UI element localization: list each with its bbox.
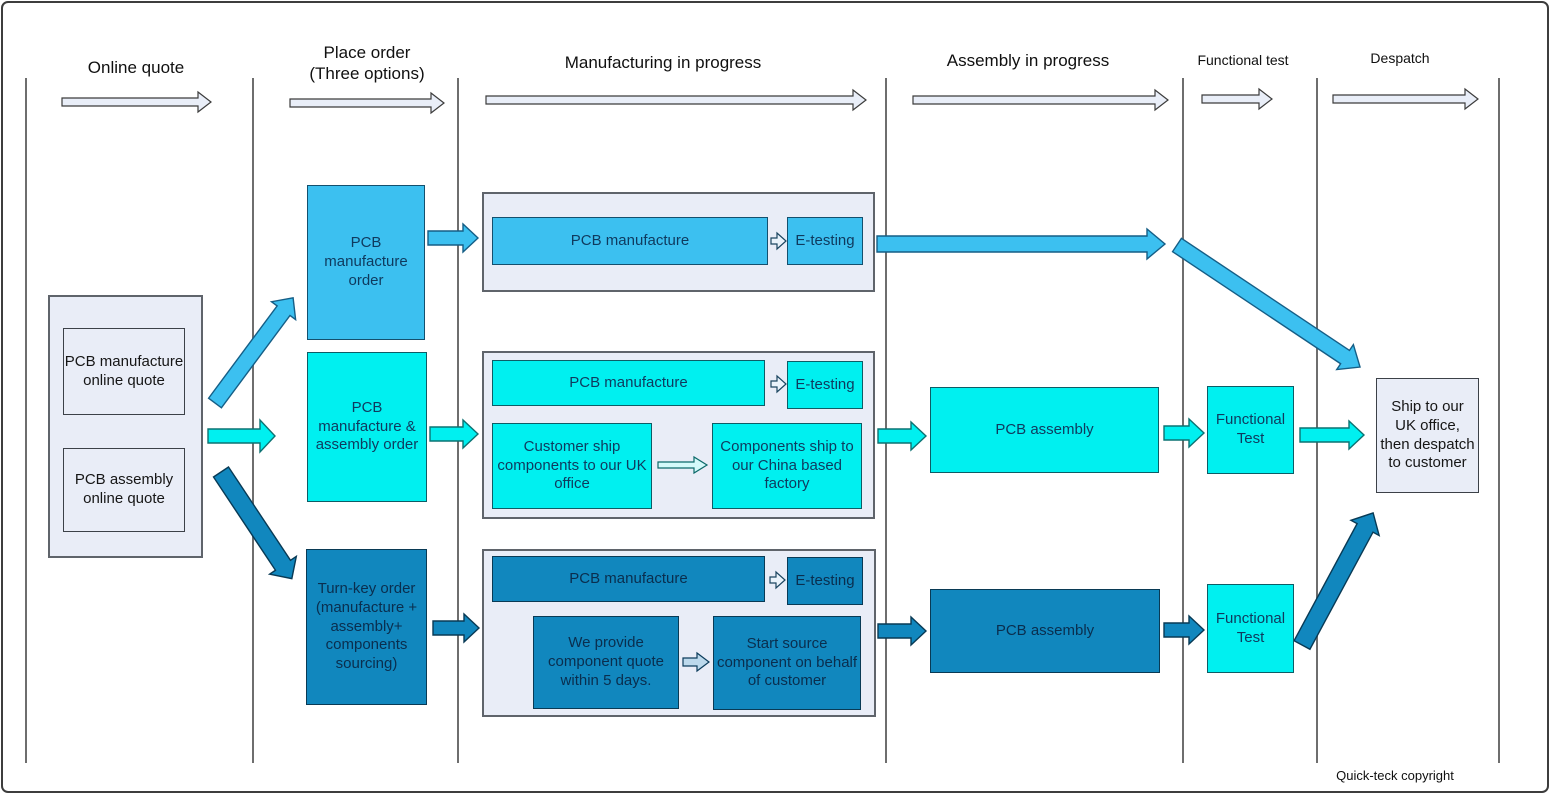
pcb-manufacture-online-quote-box: PCB manufacture online quote: [63, 328, 185, 415]
row3-pcb-manufacture-box: PCB manufacture: [492, 556, 765, 602]
column-divider: [885, 78, 887, 763]
column-divider: [1182, 78, 1184, 763]
arrow-order3-to-manufacturing-icon: [432, 612, 481, 644]
header-arrow-icon: [485, 88, 867, 112]
column-header-manufacturing: Manufacturing in progress: [564, 53, 762, 72]
arrow-row1-long-icon: [876, 227, 1167, 261]
column-header-place-order: Place order (Three options): [272, 42, 462, 85]
row3-pcb-assembly-box: PCB assembly: [930, 589, 1160, 673]
row2-pcb-manufacture-box: PCB manufacture: [492, 360, 765, 406]
row1-etesting-box: E-testing: [787, 217, 863, 265]
row1-pcb-manufacture-box: PCB manufacture: [492, 217, 768, 265]
row2-pcb-manufacture-label: PCB manufacture: [569, 373, 688, 391]
pcb-assembly-online-quote-label: PCB assembly online quote: [74, 471, 174, 507]
pcb-manufacture-assembly-order-label: PCB manufacture & assembly order: [315, 398, 419, 454]
header-arrow-icon: [1201, 87, 1273, 111]
customer-ship-label: Customer ship components to our UK offic…: [497, 437, 647, 493]
pcb-manufacture-online-quote-label: PCB manufacture online quote: [64, 352, 184, 389]
despatch-ship-box: Ship to our UK office, then despatch to …: [1376, 378, 1479, 493]
column-divider: [1498, 78, 1500, 763]
arrow-order1-to-manufacturing-icon: [427, 222, 480, 254]
header-arrow-icon: [61, 90, 212, 114]
column-header-despatch: Despatch: [1370, 50, 1430, 66]
copyright-text: Quick-teck copyright: [1336, 768, 1454, 783]
header-arrow-icon: [912, 88, 1169, 112]
turnkey-order-box: Turn-key order (manufacture + assembly+ …: [306, 549, 427, 705]
despatch-ship-label: Ship to our UK office, then despatch to …: [1380, 397, 1475, 472]
arrow-manufacture1-to-etesting-icon: [770, 231, 787, 251]
customer-ship-box: Customer ship components to our UK offic…: [492, 423, 652, 509]
arrow-quote-to-manufacture-order-icon: [207, 297, 297, 409]
column-divider: [1316, 78, 1318, 763]
row2-functional-test-box: Functional Test: [1207, 386, 1294, 474]
component-quote-label: We provide component quote within 5 days…: [548, 634, 664, 689]
arrow-quote-to-assembly-order-icon: [207, 418, 276, 454]
pcb-manufacture-assembly-order-box: PCB manufacture & assembly order: [307, 352, 427, 502]
component-quote-box: We provide component quote within 5 days…: [533, 616, 679, 709]
column-divider: [457, 78, 459, 763]
arrow-assembly3-to-functional-icon: [1163, 614, 1206, 646]
components-ship-label: Components ship to our China based facto…: [720, 437, 854, 493]
header-arrow-icon: [289, 91, 445, 115]
arrow-manufacture2-to-etesting-icon: [770, 374, 787, 394]
row1-etesting-label: E-testing: [795, 231, 855, 249]
row3-pcb-assembly-label: PCB assembly: [995, 621, 1095, 639]
arrow-row2-to-assembly-icon: [877, 420, 928, 452]
column-header-functional-test: Functional test: [1197, 52, 1289, 68]
arrow-row3-to-assembly-icon: [877, 615, 928, 647]
column-header-online-quote: Online quote: [87, 58, 185, 77]
place-order-line2: (Three options): [309, 64, 425, 84]
arrow-quote5days-to-source-icon: [682, 651, 710, 673]
turnkey-order-label: Turn-key order (manufacture + assembly+ …: [315, 579, 418, 673]
start-source-box: Start source component on behalf of cust…: [713, 616, 861, 710]
row3-functional-test-label: Functional Test: [1215, 609, 1286, 646]
column-divider: [252, 78, 254, 763]
arrow-order2-to-manufacturing-icon: [429, 418, 480, 450]
arrow-manufacture3-to-etesting-icon: [769, 570, 786, 590]
row2-etesting-box: E-testing: [787, 361, 863, 409]
components-ship-box: Components ship to our China based facto…: [712, 423, 862, 509]
pcb-manufacture-order-box: PCB manufacture order: [307, 185, 425, 340]
row2-pcb-assembly-label: PCB assembly: [995, 420, 1094, 438]
row1-pcb-manufacture-label: PCB manufacture: [570, 231, 690, 249]
arrow-functional3-to-despatch-icon: [1293, 512, 1381, 651]
row3-etesting-label: E-testing: [795, 571, 855, 589]
arrow-functional2-to-despatch-icon: [1299, 419, 1366, 451]
column-header-assembly: Assembly in progress: [946, 51, 1110, 70]
arrow-row1-to-despatch-icon: [1171, 237, 1361, 371]
row2-etesting-label: E-testing: [795, 375, 855, 393]
row2-pcb-assembly-box: PCB assembly: [930, 387, 1159, 473]
row3-functional-test-box: Functional Test: [1207, 584, 1294, 673]
header-arrow-icon: [1332, 87, 1479, 111]
arrow-assembly2-to-functional-icon: [1163, 417, 1206, 449]
column-divider: [25, 78, 27, 763]
pcb-assembly-online-quote-box: PCB assembly online quote: [63, 448, 185, 532]
row3-pcb-manufacture-label: PCB manufacture: [569, 569, 688, 587]
arrow-quote-to-turnkey-order-icon: [212, 466, 298, 580]
start-source-label: Start source component on behalf of cust…: [716, 634, 858, 690]
row3-etesting-box: E-testing: [787, 557, 863, 605]
place-order-line1: Place order: [323, 43, 411, 62]
arrow-ukoffice-to-china-icon: [657, 455, 709, 475]
row2-functional-test-label: Functional Test: [1215, 411, 1286, 447]
pcb-manufacture-order-label: PCB manufacture order: [324, 234, 408, 289]
